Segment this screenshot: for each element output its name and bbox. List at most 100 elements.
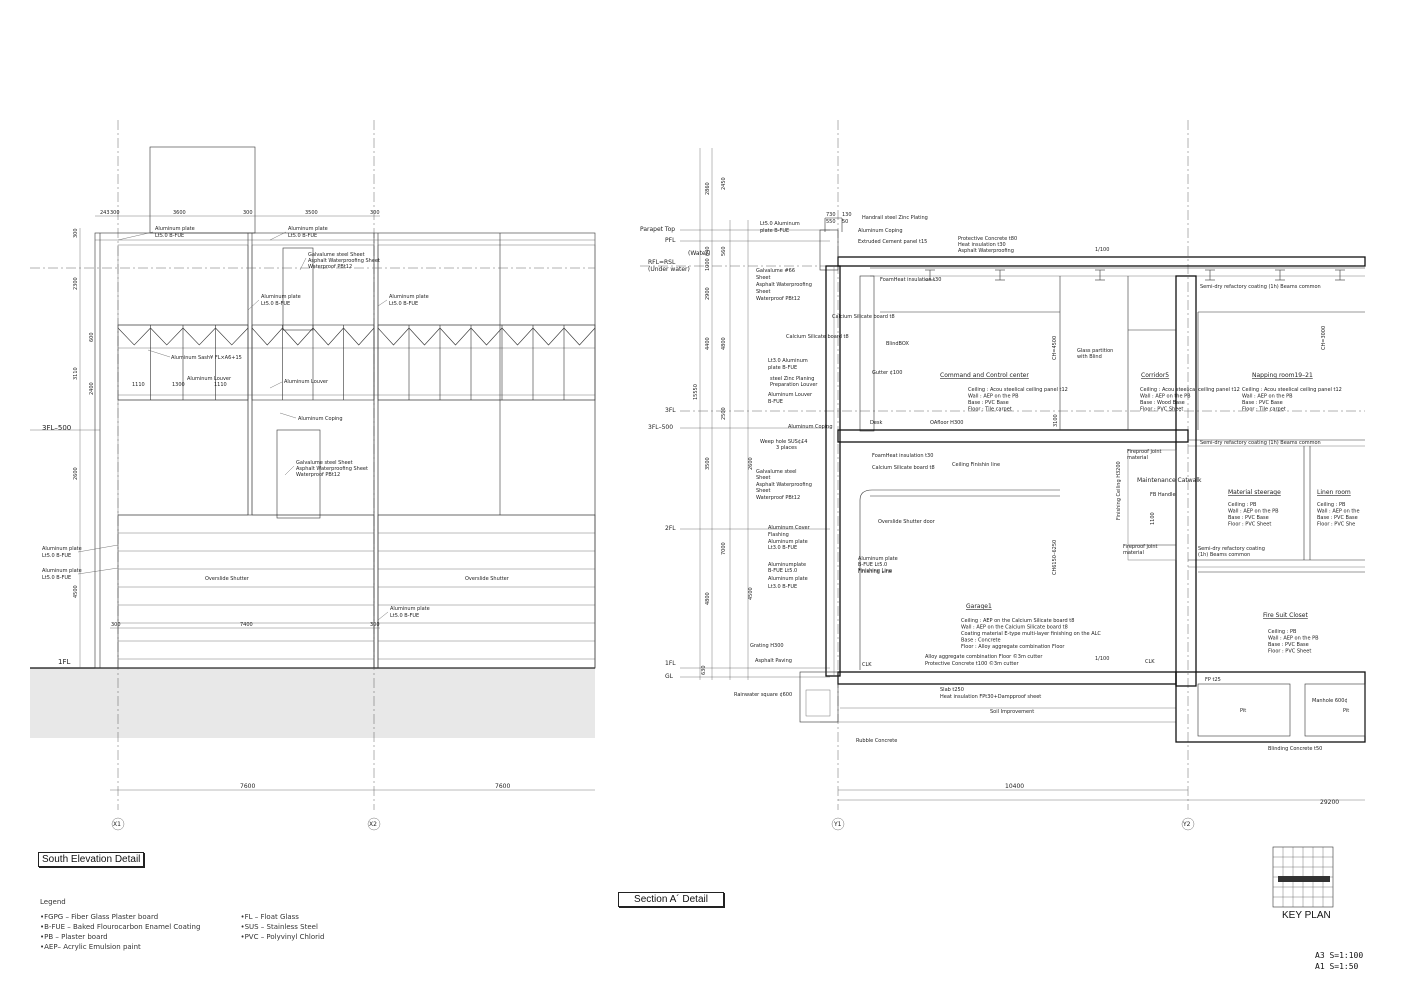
finish-line: Floor : PVC Sheet — [1140, 407, 1183, 413]
section-note: Handrail steel Zinc Plating — [862, 215, 928, 221]
section-note: Aluminum plate — [858, 556, 898, 562]
dim: 7000 — [721, 542, 727, 555]
level-3fl: 3FL — [665, 407, 676, 414]
section-note: 1/100 — [1095, 656, 1109, 662]
dim: 3500 — [705, 457, 711, 470]
section-note: Waterproof PBt12 — [756, 495, 800, 501]
note: 1300 — [172, 382, 185, 388]
finish-line: Floor : Alloy aggregate combination Floo… — [961, 644, 1065, 650]
note: Aluminum plate — [288, 226, 328, 232]
section-note: Asphalt Paving — [755, 658, 792, 664]
dim: 550 — [826, 219, 836, 225]
section-note: Finishing Ceiling H3200 — [1116, 461, 1122, 520]
finish-line: Ceiling : PB — [1268, 629, 1297, 635]
section-note: Slab t250 — [940, 687, 964, 693]
key-plan — [1272, 846, 1334, 908]
section-note: FoamHeat insulation t30 — [880, 277, 941, 283]
section-note: Aluminumplate — [768, 562, 806, 568]
section-note: Lt5.0 Aluminum — [760, 221, 800, 227]
level-3fl-500: 3FL–500 — [648, 424, 673, 431]
section-note: Aluminum Cover — [768, 525, 811, 531]
dim: 300 — [111, 622, 121, 628]
section-note: Soil Improvement — [990, 709, 1034, 715]
section-note: Alloy aggregate combination Floor ©3m cu… — [925, 653, 1043, 660]
section-note: 1/100 — [1095, 247, 1109, 253]
roof-box — [149, 146, 256, 234]
section-note: Asphalt Waterproofing — [756, 482, 812, 488]
section-note: 1100 — [1150, 512, 1156, 525]
grid-label-y1: Y1 — [833, 821, 842, 828]
section-note: CLK — [1145, 659, 1155, 665]
dim: 2500 — [721, 407, 727, 420]
section-note: Calcium Silicate board t8 — [872, 465, 935, 471]
grid-label-x1: X1 — [113, 821, 121, 828]
level-rfl: RFL=RSL — [648, 259, 676, 266]
dim: 130 — [842, 212, 852, 218]
finish-line: Floor : PVC She — [1317, 522, 1355, 528]
section-note: FB Handle — [1150, 492, 1176, 498]
section-note: Glass partition — [1077, 348, 1113, 354]
dim: 15550 — [693, 384, 699, 400]
note: Waterproof PBt12 — [296, 472, 340, 478]
room-material: Material steerage — [1228, 489, 1281, 496]
section-note: Rubble Concrete — [856, 738, 897, 744]
dim: 2300 — [73, 277, 79, 290]
section-note: Lt3.0 B-FUE — [768, 584, 797, 590]
note: Lt5.0 B-FUE — [389, 301, 418, 307]
room-maintenance: Maintenance Catwalk — [1137, 477, 1202, 484]
ground-slab — [837, 671, 1177, 685]
section-note: Galvalume #66 — [756, 268, 795, 274]
south-elevation: 3FL–500 1FL 243 300 3600 300 3500 300 76… — [30, 120, 596, 831]
dim-10400: 10400 — [1005, 783, 1024, 790]
room-corridor: Corridor5 — [1141, 372, 1169, 379]
finish-line: Base : PVC Base — [1317, 515, 1358, 521]
title-south-elevation: South Elevation Detail — [38, 852, 145, 867]
dim: 2900 — [705, 287, 711, 300]
section-note: Sheet — [756, 488, 770, 494]
section-note: Weep hole SUS¢£4 — [760, 439, 807, 445]
finish-line: Wall : AEP on the PB — [1228, 509, 1279, 515]
level-1fl: 1FL — [58, 658, 70, 666]
section-note: Aluminum plate — [768, 576, 808, 582]
dim: 640 — [705, 246, 711, 256]
note: Asphalt Waterproofing Sheet — [308, 258, 380, 264]
dim: 730 — [826, 212, 836, 218]
finish-line: Base : PVC Base — [1228, 515, 1269, 521]
note: Aluminum plate — [155, 226, 195, 232]
finish-line: Wall : AEP on the PB — [1242, 394, 1293, 400]
finish-line: Base : PVC Base — [1268, 642, 1309, 648]
level-3fl-500: 3FL–500 — [42, 424, 71, 432]
dim: 7400 — [240, 622, 253, 628]
finish-line: Ceiling : PB — [1317, 502, 1346, 508]
finish-line: Ceiling : Acou steelical ceiling panel t… — [1140, 387, 1240, 393]
dim: 4400 — [705, 337, 711, 350]
legend-item: •PB – Plaster board — [40, 933, 108, 941]
section-note: Semi-dry refactory coating (1h) Beams co… — [1200, 440, 1321, 446]
finish-line: Floor : Tile carpet — [1242, 407, 1286, 413]
dim: 50 — [842, 219, 848, 225]
grid-bubble-x1 — [111, 817, 125, 831]
section-note: Asphalt Waterproofing — [958, 248, 1014, 254]
section-note: B-FUE Lt5.0 — [858, 562, 887, 568]
finish-line: Wall : AEP on the PB — [1268, 636, 1319, 642]
section-note: Fireproof joint — [1127, 449, 1162, 455]
section-note: FoamHeat insulation t30 — [872, 453, 933, 459]
note: Galvalume steel Sheet — [308, 252, 365, 258]
dim: 2400 — [89, 382, 95, 395]
scale-a3: A3 S=1:100 — [1315, 951, 1364, 960]
section-note: Preparation Louver — [770, 382, 818, 388]
section-note: Sheet — [756, 289, 770, 295]
note: Overslide Shutter — [465, 576, 510, 582]
building-outline — [94, 232, 596, 669]
parapet — [819, 229, 839, 271]
roof-slab — [837, 256, 1366, 267]
legend-item: •B-FUE – Baked Flourocarbon Enamel Coati… — [40, 923, 201, 931]
grid-bubble-y1 — [831, 817, 845, 831]
title-section-detail: Section A´ Detail — [618, 892, 724, 907]
room-linen: Linen room — [1317, 489, 1351, 496]
legend: Legend •FGPG – Fiber Glass Plaster board… — [40, 897, 324, 952]
finish-line: Ceiling : Acou steelical ceiling panel t… — [1242, 387, 1342, 393]
section-note: Heat insulation t30 — [958, 242, 1006, 248]
dim: 2600 — [748, 457, 754, 470]
